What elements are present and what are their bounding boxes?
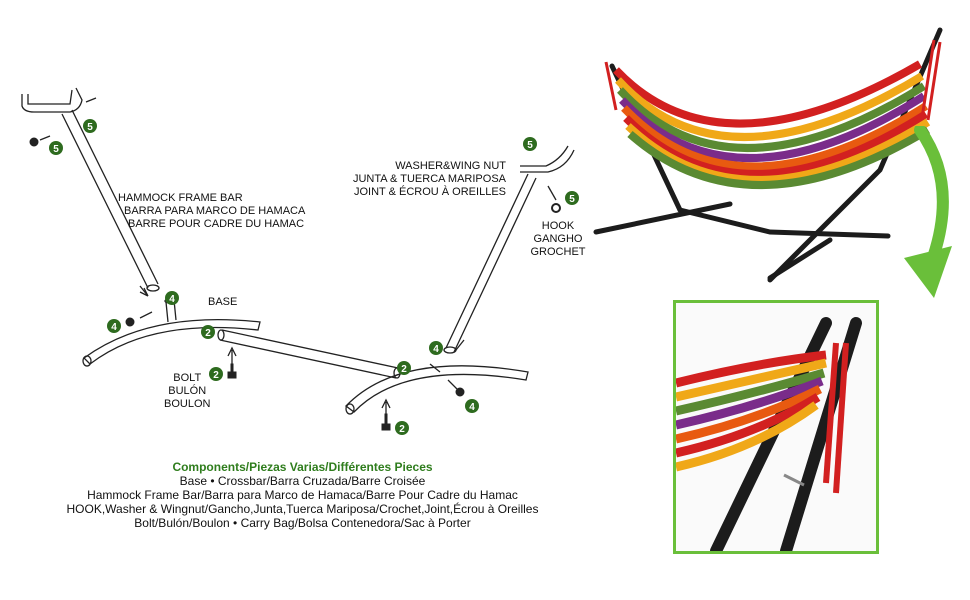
hook-label: HOOK GANGHO GROCHET xyxy=(528,220,588,259)
hook-icon xyxy=(551,203,561,213)
components-line: Base • Crossbar/Barra Cruzada/Barre Croi… xyxy=(179,474,426,488)
components-title: Components/Piezas Varias/Différentes Pie… xyxy=(172,460,433,474)
right-frame-bar-fork xyxy=(520,145,575,173)
washer-label: WASHER&WING NUT JUNTA & TUERCA MARIPOSA … xyxy=(352,160,506,199)
right-frame-bar xyxy=(445,173,537,353)
step-badge-number: 5 xyxy=(527,140,533,151)
wing-nut-icon xyxy=(125,317,135,327)
washer-label-fr: JOINT & ÉCROU À OREILLES xyxy=(353,186,506,198)
components-list: Components/Piezas Varias/Différentes Pie… xyxy=(30,460,575,530)
hook-label-es: GANGHO xyxy=(533,233,583,245)
frame-bar-label-es: BARRA PARA MARCO DE HAMACA xyxy=(124,205,306,217)
frame-bar-label: HAMMOCK FRAME BAR BARRA PARA MARCO DE HA… xyxy=(118,192,305,231)
left-frame-bar xyxy=(61,109,159,289)
step-badge-number: 4 xyxy=(433,344,439,355)
zoom-arrow-icon xyxy=(904,126,952,298)
wing-nut-icon xyxy=(29,137,39,147)
step-badge-number: 5 xyxy=(87,122,93,133)
components-line: Bolt/Bulón/Boulon • Carry Bag/Bolsa Cont… xyxy=(134,516,471,530)
step-badge-number: 4 xyxy=(169,294,175,305)
wing-nut-icon xyxy=(455,387,465,397)
components-line: HOOK,Washer & Wingnut/Gancho,Junta,Tuerc… xyxy=(66,502,539,516)
left-frame-bar-fork xyxy=(21,87,83,113)
frame-bar-label-en: HAMMOCK FRAME BAR xyxy=(118,192,243,204)
step-badge-number: 4 xyxy=(111,322,117,333)
step-badge-number: 2 xyxy=(213,370,219,381)
step-badge-number: 2 xyxy=(205,328,211,339)
hook-label-en: HOOK xyxy=(541,220,575,232)
base-label: BASE xyxy=(208,296,238,308)
frame-bar-label-fr: BARRE POUR CADRE DU HAMAC xyxy=(128,218,305,230)
detail-inset xyxy=(673,300,879,554)
step-badge-number: 2 xyxy=(401,364,407,375)
parts-drawing: 5 5 4 4 2 2 2 2 4 4 5 5 xyxy=(21,87,579,435)
step-badges: 5 5 4 4 2 2 2 2 4 4 5 5 xyxy=(49,119,579,435)
hook-detail-illustration xyxy=(676,303,876,551)
assembled-hammock-illustration xyxy=(593,27,943,283)
bolt-label-en: BOLT xyxy=(173,372,202,384)
step-badge-number: 5 xyxy=(53,144,59,155)
step-badge-number: 5 xyxy=(569,194,575,205)
washer-label-en: WASHER&WING NUT xyxy=(395,160,506,172)
bolt-label-fr: BOULON xyxy=(164,398,211,410)
crossbar xyxy=(219,329,399,379)
hook-label-fr: GROCHET xyxy=(530,246,586,258)
bolt-label: BOLT BULÓN BOULON xyxy=(164,372,210,411)
bolt-label-es: BULÓN xyxy=(168,385,207,397)
washer-label-es: JUNTA & TUERCA MARIPOSA xyxy=(352,173,506,185)
hammock-bed xyxy=(613,60,931,189)
step-badge-number: 4 xyxy=(469,402,475,413)
left-base-arc xyxy=(83,318,261,365)
right-base-arc xyxy=(345,365,529,413)
components-line: Hammock Frame Bar/Barra para Marco de Ha… xyxy=(87,488,518,502)
step-badge-number: 2 xyxy=(399,424,405,435)
